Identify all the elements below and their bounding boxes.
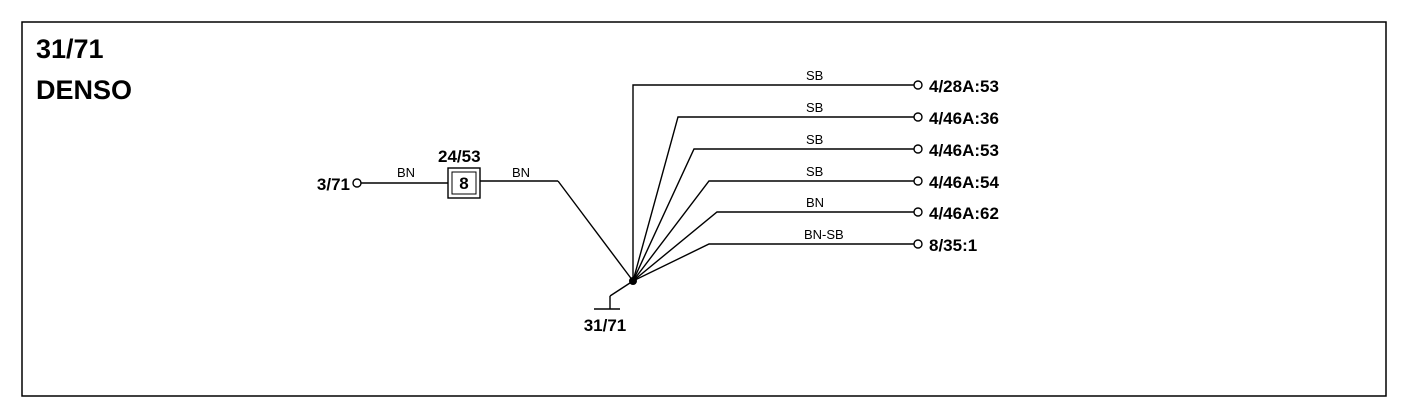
fuse-pin-label: 8 — [459, 174, 468, 193]
input-terminal — [352, 178, 362, 188]
branch-wire — [632, 84, 914, 281]
ground-label: 31/71 — [584, 316, 627, 335]
branch-connector-label: 4/28A:53 — [929, 77, 999, 96]
branch-wire — [632, 243, 914, 282]
branch-group: SB4/28A:53SB4/46A:36SB4/46A:53SB4/46A:54… — [632, 68, 999, 282]
branch-connector-label: 8/35:1 — [929, 236, 977, 255]
diagram-frame — [21, 21, 1387, 397]
branch-wire-color: SB — [806, 100, 823, 115]
output-wire-color: BN — [512, 165, 530, 180]
branch-connector-label: 4/46A:53 — [929, 141, 999, 160]
branch-connector-label: 4/46A:62 — [929, 204, 999, 223]
input-wire-color: BN — [397, 165, 415, 180]
input-connector-label: 3/71 — [317, 175, 350, 194]
fuse-box — [447, 167, 481, 199]
component-label: 24/53 — [438, 147, 481, 166]
diagram-code: 31/71 — [36, 34, 104, 64]
ground-wire — [609, 280, 634, 297]
branch-wire — [632, 116, 914, 282]
branch-terminal — [913, 144, 923, 154]
branch-terminal — [913, 207, 923, 217]
branch-terminal — [913, 112, 923, 122]
branch-wire — [632, 148, 914, 282]
splice-node — [629, 277, 637, 285]
branch-terminal — [913, 239, 923, 249]
branch-wire — [632, 180, 914, 282]
branch-connector-label: 4/46A:54 — [929, 173, 999, 192]
feed-wire — [557, 180, 634, 282]
branch-wire-color: BN-SB — [804, 227, 844, 242]
branch-terminal — [913, 176, 923, 186]
branch-terminal — [913, 80, 923, 90]
branch-wire-color: SB — [806, 164, 823, 179]
branch-wire — [632, 211, 914, 282]
branch-wire-color: SB — [806, 132, 823, 147]
fuse-box-inner — [451, 171, 477, 195]
branch-wire-color: BN — [806, 195, 824, 210]
branch-connector-label: 4/46A:36 — [929, 109, 999, 128]
diagram-name: DENSO — [36, 75, 132, 105]
branch-wire-color: SB — [806, 68, 823, 83]
